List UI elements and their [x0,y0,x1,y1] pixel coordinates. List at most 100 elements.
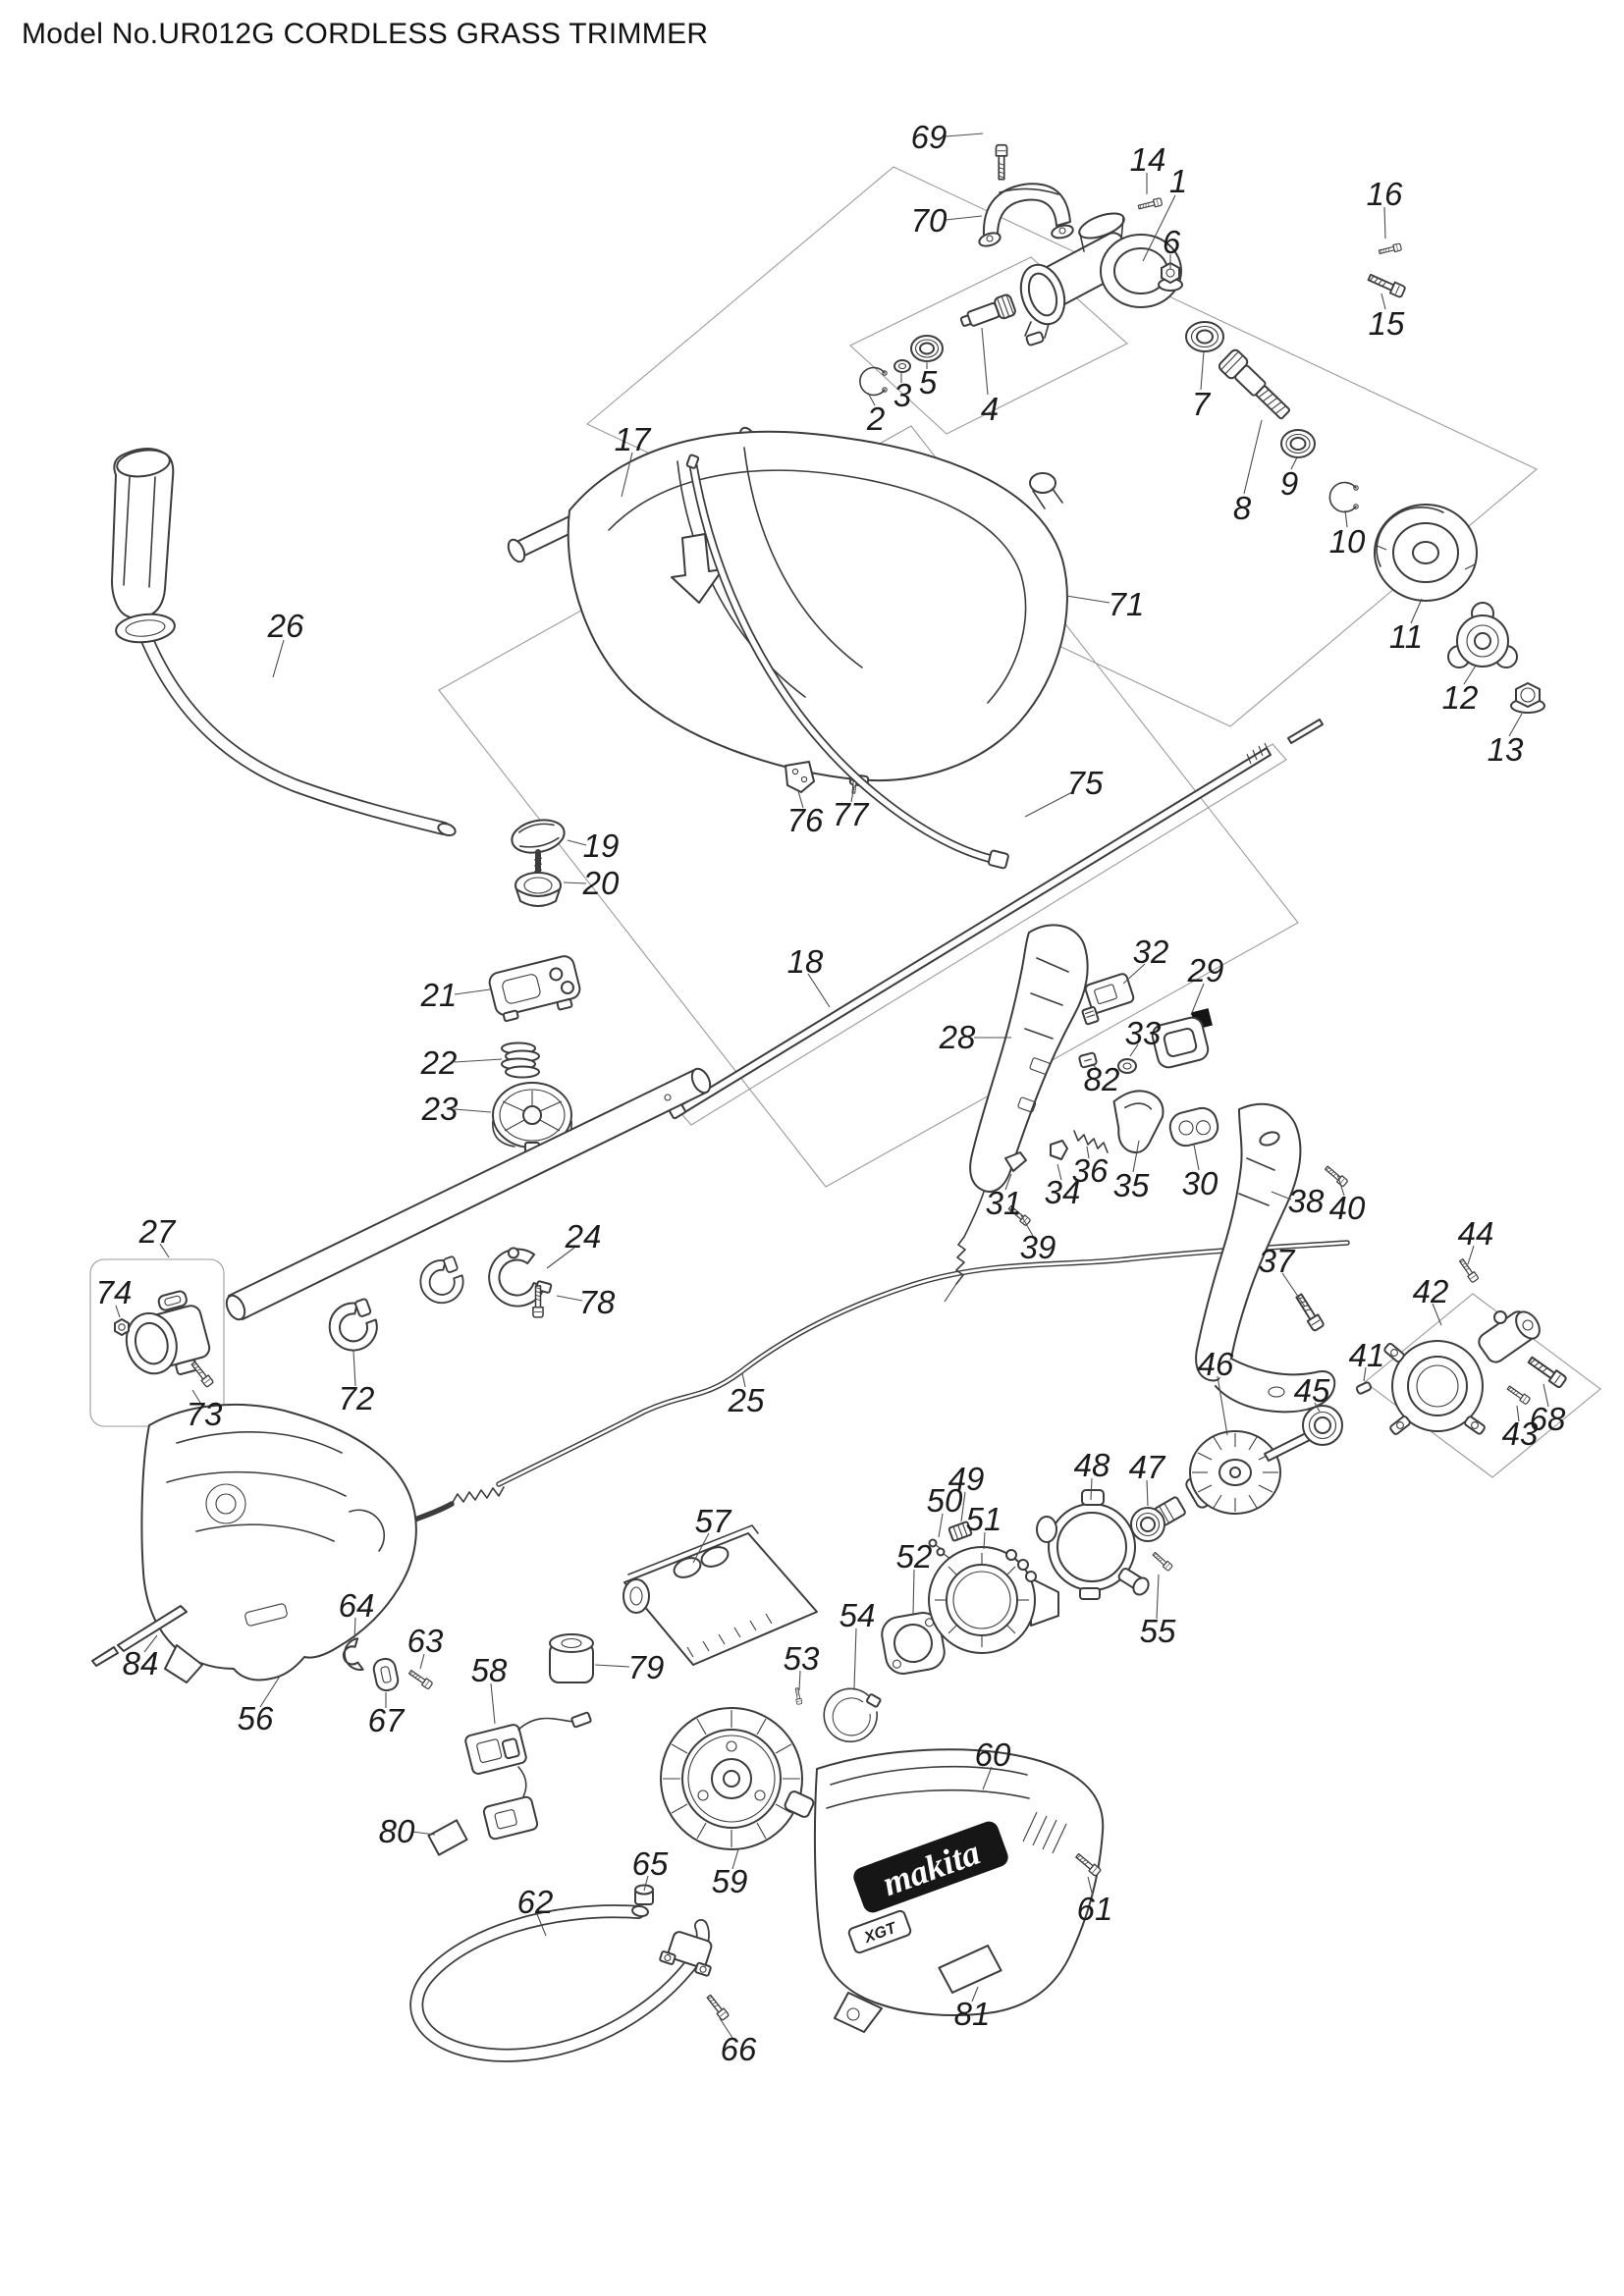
part-21-bracket-upper [488,955,581,1022]
part-28-handle-half [944,924,1089,1303]
part-30-switch-plate [1168,1106,1219,1148]
leader-line-48 [1090,1477,1093,1501]
part-label-32: 32 [1133,934,1169,970]
part-43-screw [1505,1383,1532,1406]
part-label-25: 25 [728,1382,765,1418]
leader-line-34 [1056,1163,1062,1181]
leader-line-17 [621,452,633,498]
part-label-13: 13 [1488,731,1524,768]
leader-line-39 [1020,1214,1034,1237]
leader-line-61 [1087,1876,1094,1897]
leader-line-79 [594,1664,630,1668]
leader-line-24 [546,1247,575,1269]
part-label-44: 44 [1458,1215,1494,1252]
leader-line-78 [556,1295,583,1302]
leader-line-52 [912,1569,915,1615]
part-12-thumb-knob [1447,602,1518,668]
part-label-70: 70 [911,202,947,239]
part-label-40: 40 [1329,1190,1366,1226]
leader-line-26 [272,639,285,678]
part-53-screw [793,1686,803,1705]
part-label-27: 27 [138,1213,177,1250]
part-label-65: 65 [632,1845,669,1882]
leader-line-76 [797,790,804,809]
leader-line-2 [867,392,876,406]
part-25-wire-harness [370,1240,1350,1538]
leader-line-18 [807,973,831,1008]
leader-line-58 [490,1682,496,1725]
part-label-76: 76 [787,802,824,838]
part-69-screw [995,143,1008,181]
part-46-armature [1154,1430,1311,1526]
leader-line-36 [1086,1146,1090,1159]
part-56-motor-housing [140,1403,417,1683]
leader-line-72 [352,1350,356,1387]
part-54-insulation-ring [823,1687,882,1743]
part-label-26: 26 [267,608,304,644]
part-75-protector-extension [685,454,1009,870]
part-79-foam-roller [549,1633,594,1683]
part-label-31: 31 [986,1185,1022,1221]
part-label-35: 35 [1113,1167,1150,1203]
part-label-53: 53 [784,1640,820,1677]
part-label-18: 18 [787,943,824,980]
leader-line-41 [1363,1366,1367,1382]
leader-line-81 [971,1986,979,2002]
part-label-23: 23 [421,1091,459,1127]
part-76-cutter-plate [785,761,815,793]
leader-line-71 [1065,595,1110,604]
part-48-baffle-ring [1036,1489,1150,1600]
part-label-29: 29 [1187,952,1224,988]
part-label-52: 52 [896,1538,933,1575]
leader-line-77 [850,784,855,803]
part-label-17: 17 [615,421,652,457]
leader-line-15 [1380,293,1386,310]
leader-line-11 [1410,598,1423,624]
leader-line-46 [1217,1375,1228,1436]
part-label-74: 74 [96,1274,133,1310]
part-34-holder [1050,1140,1068,1160]
part-8-spindle-shaft [1218,348,1291,420]
part-label-80: 80 [379,1813,415,1849]
part-42-gear-case [1383,1310,1541,1435]
part-9-bearing [1280,429,1316,458]
part-71-protector-guard [567,430,1068,787]
part-label-49: 49 [948,1461,985,1497]
leader-line-30 [1193,1144,1200,1171]
part-label-48: 48 [1074,1447,1110,1483]
leader-line-33 [1129,1043,1139,1057]
part-label-56: 56 [238,1700,274,1736]
part-58-switch-unit [464,1711,592,1841]
part-label-75: 75 [1067,765,1104,801]
leader-line-42 [1432,1303,1442,1326]
leader-line-27 [159,1243,170,1258]
part-32-switch [1081,973,1135,1026]
leader-line-84 [143,1634,158,1653]
leader-line-66 [719,2017,733,2039]
part-label-59: 59 [712,1863,748,1899]
leader-line-4 [981,327,989,396]
leader-line-16 [1383,206,1386,240]
leader-line-31 [1004,1173,1012,1191]
part-70-clamp-bracket [978,183,1074,247]
part-55-screw [1151,1550,1173,1573]
part-label-5: 5 [919,364,938,400]
leader-line-53 [798,1670,801,1691]
part-66-screw [704,1993,731,2022]
part-10-circlip [1328,481,1359,513]
part-label-62: 62 [517,1884,554,1920]
leader-line-50 [938,1513,944,1538]
part-label-34: 34 [1045,1174,1081,1210]
leader-line-57 [692,1532,710,1564]
part-label-14: 14 [1130,141,1166,178]
part-24-bracket-lower [488,1247,553,1308]
leader-line-1 [1142,194,1176,262]
leader-line-63 [419,1653,425,1670]
leader-line-23 [454,1108,492,1113]
part-60-housing-cover: makita XGT [813,1748,1105,2033]
part-label-42: 42 [1413,1273,1449,1309]
part-label-16: 16 [1367,176,1403,212]
leader-line-12 [1463,665,1477,685]
part-35-trigger [1112,1090,1164,1154]
